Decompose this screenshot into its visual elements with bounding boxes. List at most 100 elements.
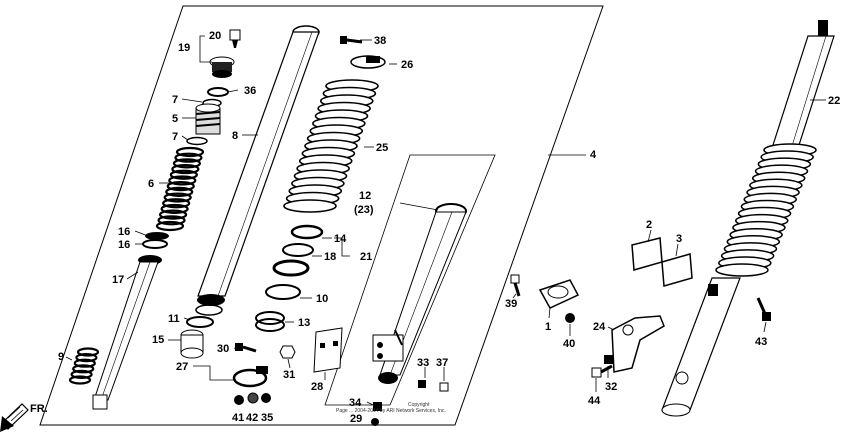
coil-segment [166, 181, 195, 192]
coil-segment [174, 152, 203, 163]
fork-cap [209, 56, 235, 78]
spring-spacer [195, 103, 221, 135]
washer-lower [186, 136, 208, 146]
plate-2 [631, 237, 663, 271]
label-part-8: 8 [232, 130, 238, 142]
coil-segment [168, 175, 197, 186]
label-part-7-upper: 7 [172, 94, 178, 106]
copyright-line-2: Page ... 2004-2014 by ARI Network Servic… [336, 408, 446, 414]
rebound-spring [68, 347, 100, 385]
coil-segment [75, 353, 98, 363]
label-part-29: 29 [350, 413, 362, 425]
label-part-44: 44 [588, 395, 601, 407]
label-part-21: 21 [360, 251, 372, 263]
plate-3 [661, 253, 693, 287]
label-part-10: 10 [316, 293, 328, 305]
coil-segment [70, 369, 93, 379]
bottom-nuts [234, 392, 271, 405]
label-part-27: 27 [176, 361, 188, 373]
slider-subassembly-boundary [324, 154, 496, 406]
label-part-32: 32 [605, 381, 617, 393]
label-part-6: 6 [148, 178, 154, 190]
label-part-40: 40 [563, 338, 575, 350]
coil-segment [157, 215, 186, 226]
label-part-24: 24 [593, 321, 606, 333]
label-part-9: 9 [58, 351, 64, 363]
label-part-16-lower: 16 [118, 239, 130, 251]
oil-lock-piece [180, 329, 204, 359]
coil-segment [162, 198, 191, 209]
label-part-30: 30 [217, 343, 229, 355]
label-part-20: 20 [209, 30, 221, 42]
damper-rod [92, 255, 162, 410]
coil-segment [68, 375, 92, 385]
label-part-28: 28 [311, 381, 323, 393]
coil-segment [169, 169, 198, 180]
drain-bolt [418, 380, 426, 388]
assembly-boundary [39, 5, 604, 426]
label-part-2: 2 [646, 219, 652, 231]
fork-pipe [195, 25, 320, 316]
oil-seal-set [265, 224, 324, 300]
hex-nut [279, 345, 296, 359]
label-part-14: 14 [334, 233, 347, 245]
fork-clamp [232, 366, 268, 388]
slider-bushing [255, 311, 285, 332]
label-part-35: 35 [261, 412, 273, 424]
ring-lower [142, 239, 168, 249]
label-part-5: 5 [172, 113, 178, 125]
bolt-44 [591, 364, 613, 378]
coil-segment [283, 199, 337, 213]
front-direction-arrow: FR. [0, 403, 48, 432]
label-part-17: 17 [112, 274, 124, 286]
coil-segment [715, 263, 769, 277]
pipe-bushing [186, 316, 214, 328]
clamp-bolt [235, 343, 257, 353]
socket-bolt [439, 382, 449, 392]
coil-segment [73, 358, 96, 368]
bolt-32 [604, 355, 613, 364]
label-part-36: 36 [244, 85, 256, 97]
coil-segment [171, 163, 200, 175]
assembled-fork [661, 20, 835, 417]
coil-segment [155, 220, 185, 232]
bolt-29 [371, 418, 379, 426]
leader-lines [65, 35, 826, 406]
label-part-31: 31 [283, 369, 295, 381]
label-part-41: 41 [232, 412, 244, 424]
label-part-7-lower: 7 [172, 131, 178, 143]
coil-segment [175, 146, 205, 158]
coil-segment [172, 158, 202, 169]
label-part-26: 26 [401, 59, 413, 71]
coil-segment [160, 203, 189, 215]
label-part-15: 15 [152, 334, 164, 346]
label-part-22: 22 [828, 95, 840, 107]
label-part-34: 34 [349, 397, 362, 409]
ring-upper [145, 232, 169, 240]
fork-cap-bolt [229, 29, 241, 48]
label-part-4: 4 [590, 149, 597, 161]
bolt-39 [510, 274, 521, 297]
o-ring [207, 87, 229, 97]
bracket-bolt [340, 36, 363, 44]
label-part-18: 18 [324, 251, 336, 263]
coil-segment [163, 192, 192, 203]
boot-bracket [350, 55, 386, 69]
bolt-43 [756, 297, 771, 321]
fork-boot [283, 79, 379, 213]
fork-spring [155, 146, 205, 232]
part-labels: 20 19 36 7 5 7 8 6 16 16 17 9 11 15 30 2… [58, 30, 840, 425]
label-part-16-upper: 16 [118, 226, 130, 238]
coil-segment [72, 364, 95, 374]
label-part-33: 33 [417, 357, 429, 369]
brake-bracket [611, 315, 665, 373]
coil-segment [76, 347, 100, 357]
label-part-38: 38 [374, 35, 386, 47]
label-part-13: 13 [298, 317, 310, 329]
copyright-line-1: Copyright [408, 402, 430, 408]
label-part-12: 12 [359, 190, 371, 202]
fork-slider [372, 203, 467, 384]
washer-34 [373, 402, 382, 411]
